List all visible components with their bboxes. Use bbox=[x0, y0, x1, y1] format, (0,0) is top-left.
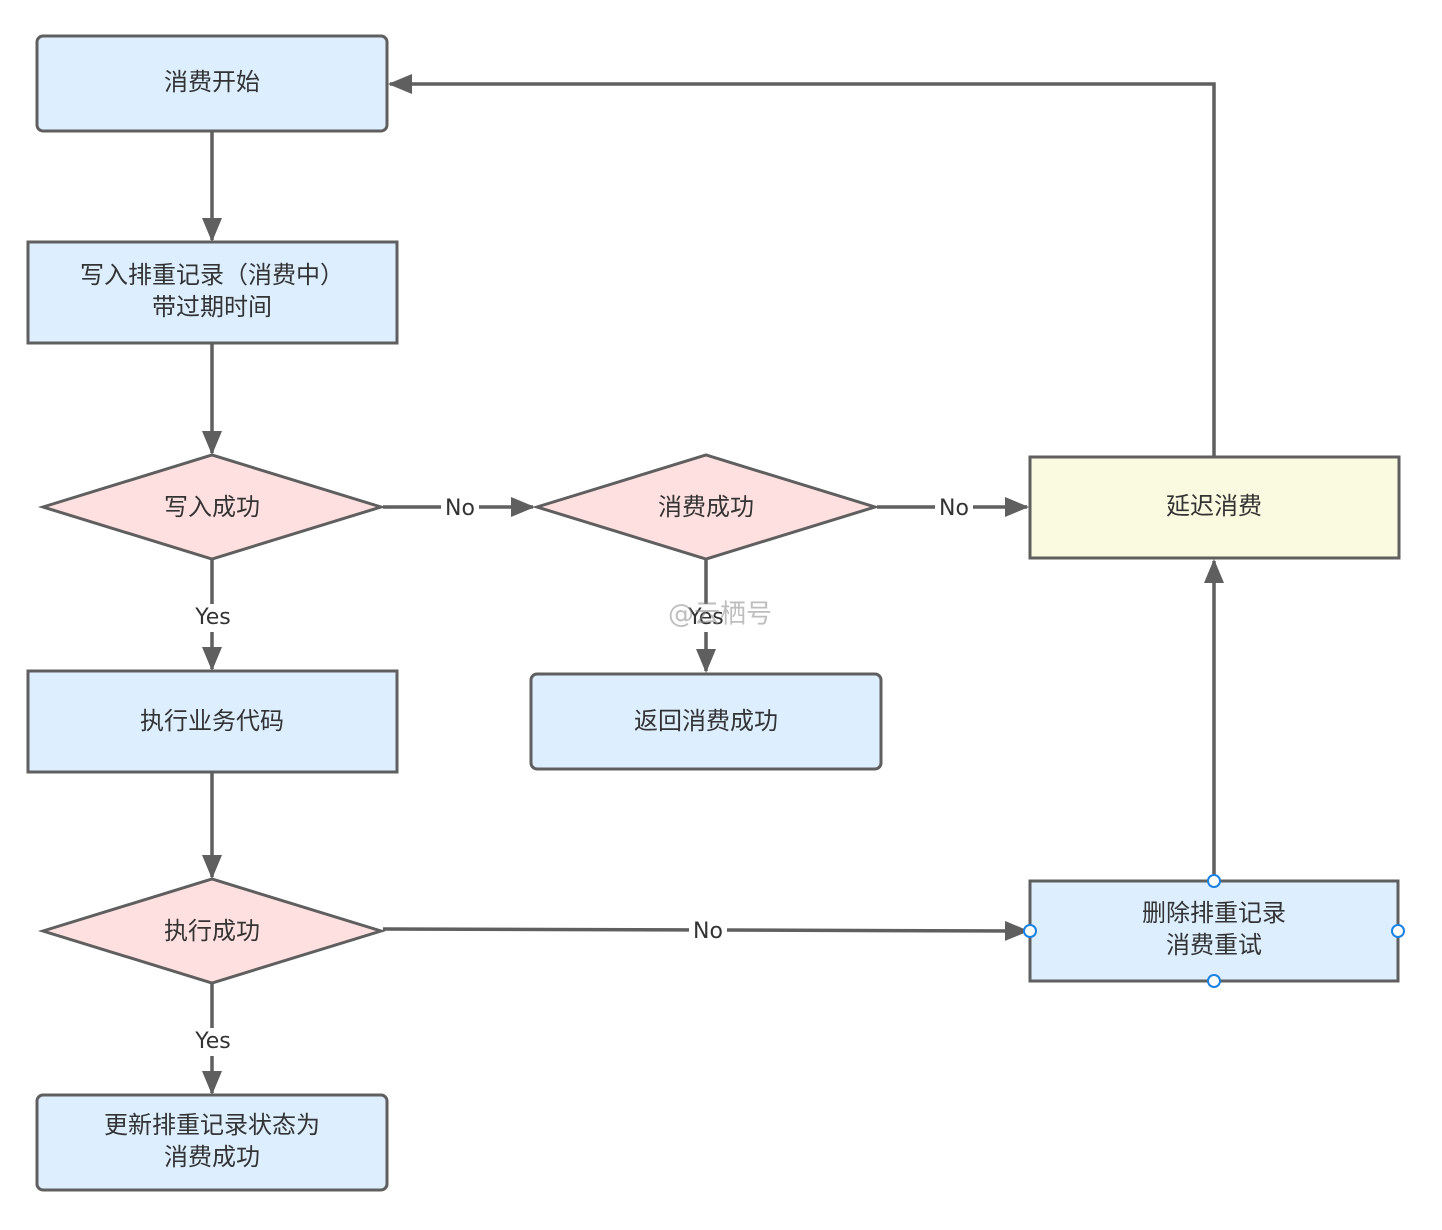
label-yes-exec: Yes bbox=[194, 1029, 231, 1054]
node-delete-retry-line1: 删除排重记录 bbox=[1142, 899, 1286, 927]
label-no-exec: No bbox=[693, 919, 723, 944]
node-delay-text: 延迟消费 bbox=[1166, 492, 1262, 520]
watermark: @云栖号 bbox=[668, 600, 772, 630]
decision-write-ok-text: 写入成功 bbox=[164, 493, 260, 521]
node-write-record-line2: 带过期时间 bbox=[152, 293, 272, 321]
node-exec-biz-text: 执行业务代码 bbox=[140, 707, 284, 735]
selection-handle-right[interactable] bbox=[1391, 924, 1405, 938]
node-exec-biz[interactable]: 执行业务代码 bbox=[26, 669, 399, 774]
decision-consume-ok-text: 消费成功 bbox=[658, 493, 754, 521]
label-no-consume: No bbox=[939, 496, 969, 521]
label-no-write: No bbox=[445, 496, 475, 521]
node-return-ok-text: 返回消费成功 bbox=[634, 707, 778, 735]
node-delete-retry-line2: 消费重试 bbox=[1166, 931, 1262, 959]
label-yes-consume: Yes bbox=[687, 605, 724, 630]
node-write-record-line1: 写入排重记录（消费中） bbox=[80, 261, 344, 289]
node-delete-retry[interactable]: 删除排重记录 消费重试 bbox=[1023, 874, 1405, 988]
selection-handle-top[interactable] bbox=[1207, 874, 1221, 888]
label-yes-write: Yes bbox=[194, 605, 231, 630]
node-update-status[interactable]: 更新排重记录状态为 消费成功 bbox=[35, 1093, 389, 1192]
node-start[interactable]: 消费开始 bbox=[35, 34, 389, 133]
selection-handle-bottom[interactable] bbox=[1207, 974, 1221, 988]
node-write-record[interactable]: 写入排重记录（消费中） 带过期时间 bbox=[26, 240, 399, 345]
decision-consume-ok[interactable]: 消费成功 bbox=[531, 453, 881, 561]
edge-delay-to-start bbox=[388, 74, 1216, 456]
node-update-status-line1: 更新排重记录状态为 bbox=[104, 1111, 320, 1139]
decision-exec-ok-text: 执行成功 bbox=[164, 917, 260, 945]
decision-write-ok[interactable]: 写入成功 bbox=[37, 453, 387, 561]
selection-handle-left[interactable] bbox=[1023, 924, 1037, 938]
node-start-text: 消费开始 bbox=[164, 68, 260, 96]
node-update-status-line2: 消费成功 bbox=[164, 1143, 260, 1171]
edge-labels: No No No Yes Yes Yes bbox=[190, 494, 973, 1056]
node-delay[interactable]: 延迟消费 bbox=[1028, 455, 1401, 560]
decision-exec-ok[interactable]: 执行成功 bbox=[37, 877, 387, 985]
node-return-ok[interactable]: 返回消费成功 bbox=[529, 672, 883, 771]
